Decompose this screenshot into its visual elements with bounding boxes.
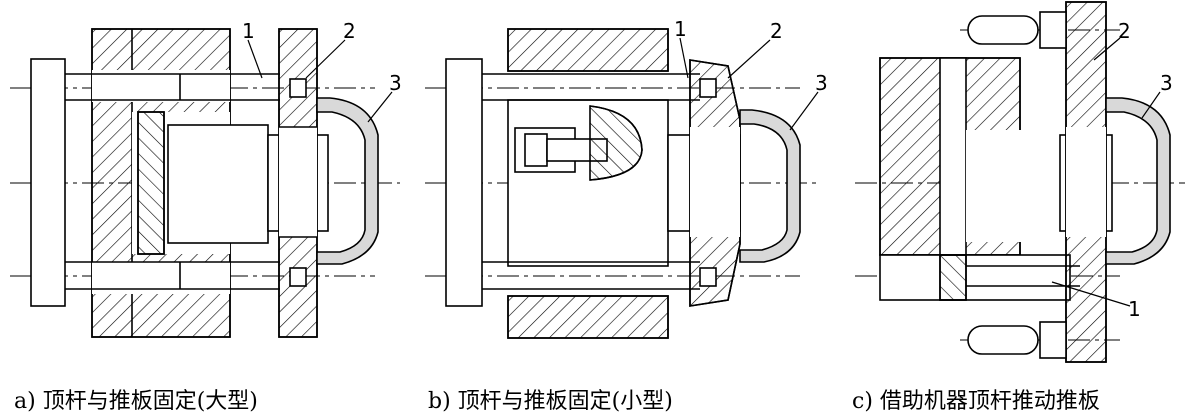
- label-b-2: 2: [770, 19, 783, 43]
- label-b-3: 3: [815, 71, 828, 95]
- core-a: [167, 124, 269, 244]
- label-a-3: 3: [389, 71, 402, 95]
- label-c-1: 1: [1128, 297, 1141, 321]
- label-c-2: 2: [1118, 19, 1131, 43]
- caption-a: a) 顶杆与推板固定(大型): [14, 389, 258, 414]
- ejector-rod-a: [65, 73, 280, 290]
- ejector-rod-b: [482, 73, 700, 290]
- mold-plate-b: [507, 28, 669, 72]
- label-a-2: 2: [343, 19, 356, 43]
- caption-c: c) 借助机器顶杆推动推板: [852, 389, 1100, 414]
- figure-b: [425, 28, 820, 339]
- taper-ring-a: [137, 111, 165, 255]
- plastic-part-c: [1105, 97, 1171, 265]
- plastic-part-b: [739, 109, 801, 263]
- label-c-3: 3: [1160, 71, 1173, 95]
- label-a-1: 1: [242, 19, 255, 43]
- plastic-part-a: [316, 97, 379, 265]
- ejector-block-b: [507, 99, 669, 267]
- figure-c: [855, 1, 1185, 363]
- label-b-1: 1: [674, 17, 687, 41]
- ejector-base-plate-b: [445, 58, 483, 307]
- ejector-base-plate-a: [30, 58, 66, 307]
- caption-b: b) 顶杆与推板固定(小型): [428, 389, 673, 414]
- machine-ejector-rod-c: [966, 11, 1080, 359]
- figure-a: [10, 28, 400, 338]
